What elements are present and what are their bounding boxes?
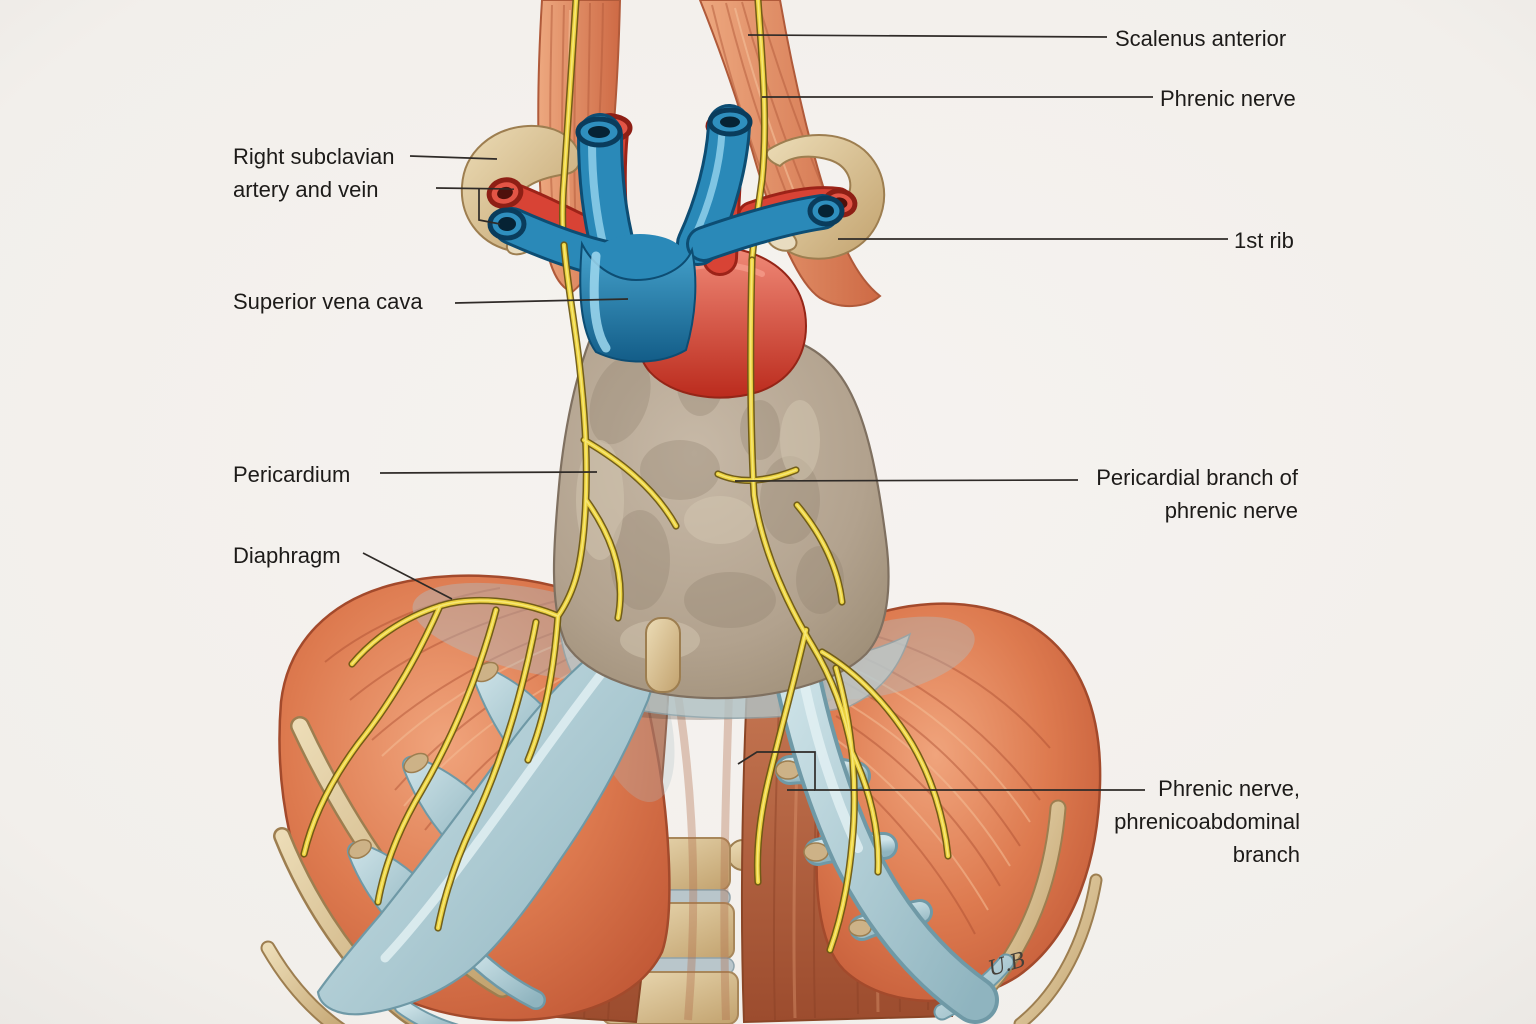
leader-pericardium [379, 471, 598, 474]
label-text: Right subclavian [233, 144, 395, 169]
leader-superior-vena-cava [454, 298, 629, 304]
label-text: artery and vein [233, 177, 379, 202]
label-pericardium: Pericardium [233, 458, 350, 491]
label-diaphragm: Diaphragm [233, 539, 341, 572]
leader-artery-and-vein-fork [478, 189, 501, 225]
leader-lines [362, 34, 1228, 791]
label-text: 1st rib [1234, 228, 1294, 253]
leader-artery-and-vein [435, 187, 515, 190]
label-first-rib: 1st rib [1234, 224, 1294, 257]
label-text: Phrenic nerve [1160, 86, 1296, 111]
label-right-subclavian-artery-and-vein: Right subclavian artery and vein [233, 140, 394, 206]
leader-pericardial-branch [734, 479, 1079, 482]
leader-right-subclavian [409, 155, 498, 160]
brachiocephalic-veins [487, 104, 845, 363]
label-text: Pericardial branch of [1096, 465, 1298, 490]
leader-scalenus-anterior [747, 34, 1108, 38]
label-text: phrenic nerve [1164, 498, 1298, 523]
label-text: branch [1232, 842, 1300, 867]
label-text: Phrenic nerve, [1158, 776, 1300, 801]
label-superior-vena-cava: Superior vena cava [233, 285, 423, 318]
label-scalenus-anterior: Scalenus anterior [1115, 22, 1286, 55]
xiphoid-process [645, 617, 681, 693]
label-phrenicoabdominal-branch: Phrenic nerve, phrenicoabdominal branch [1114, 772, 1300, 871]
label-text: phrenicoabdominal [1114, 809, 1300, 834]
label-text: Scalenus anterior [1115, 26, 1287, 51]
label-text: Pericardium [233, 462, 351, 487]
costal-cartilage-right [768, 626, 999, 1024]
label-phrenic-nerve: Phrenic nerve [1160, 82, 1296, 115]
label-text: Superior vena cava [233, 289, 423, 314]
leader-phrenicoabdominal [737, 751, 1145, 791]
label-pericardial-branch: Pericardial branch of phrenic nerve [1096, 461, 1298, 527]
leader-diaphragm [362, 552, 453, 600]
label-text: Diaphragm [233, 543, 341, 568]
